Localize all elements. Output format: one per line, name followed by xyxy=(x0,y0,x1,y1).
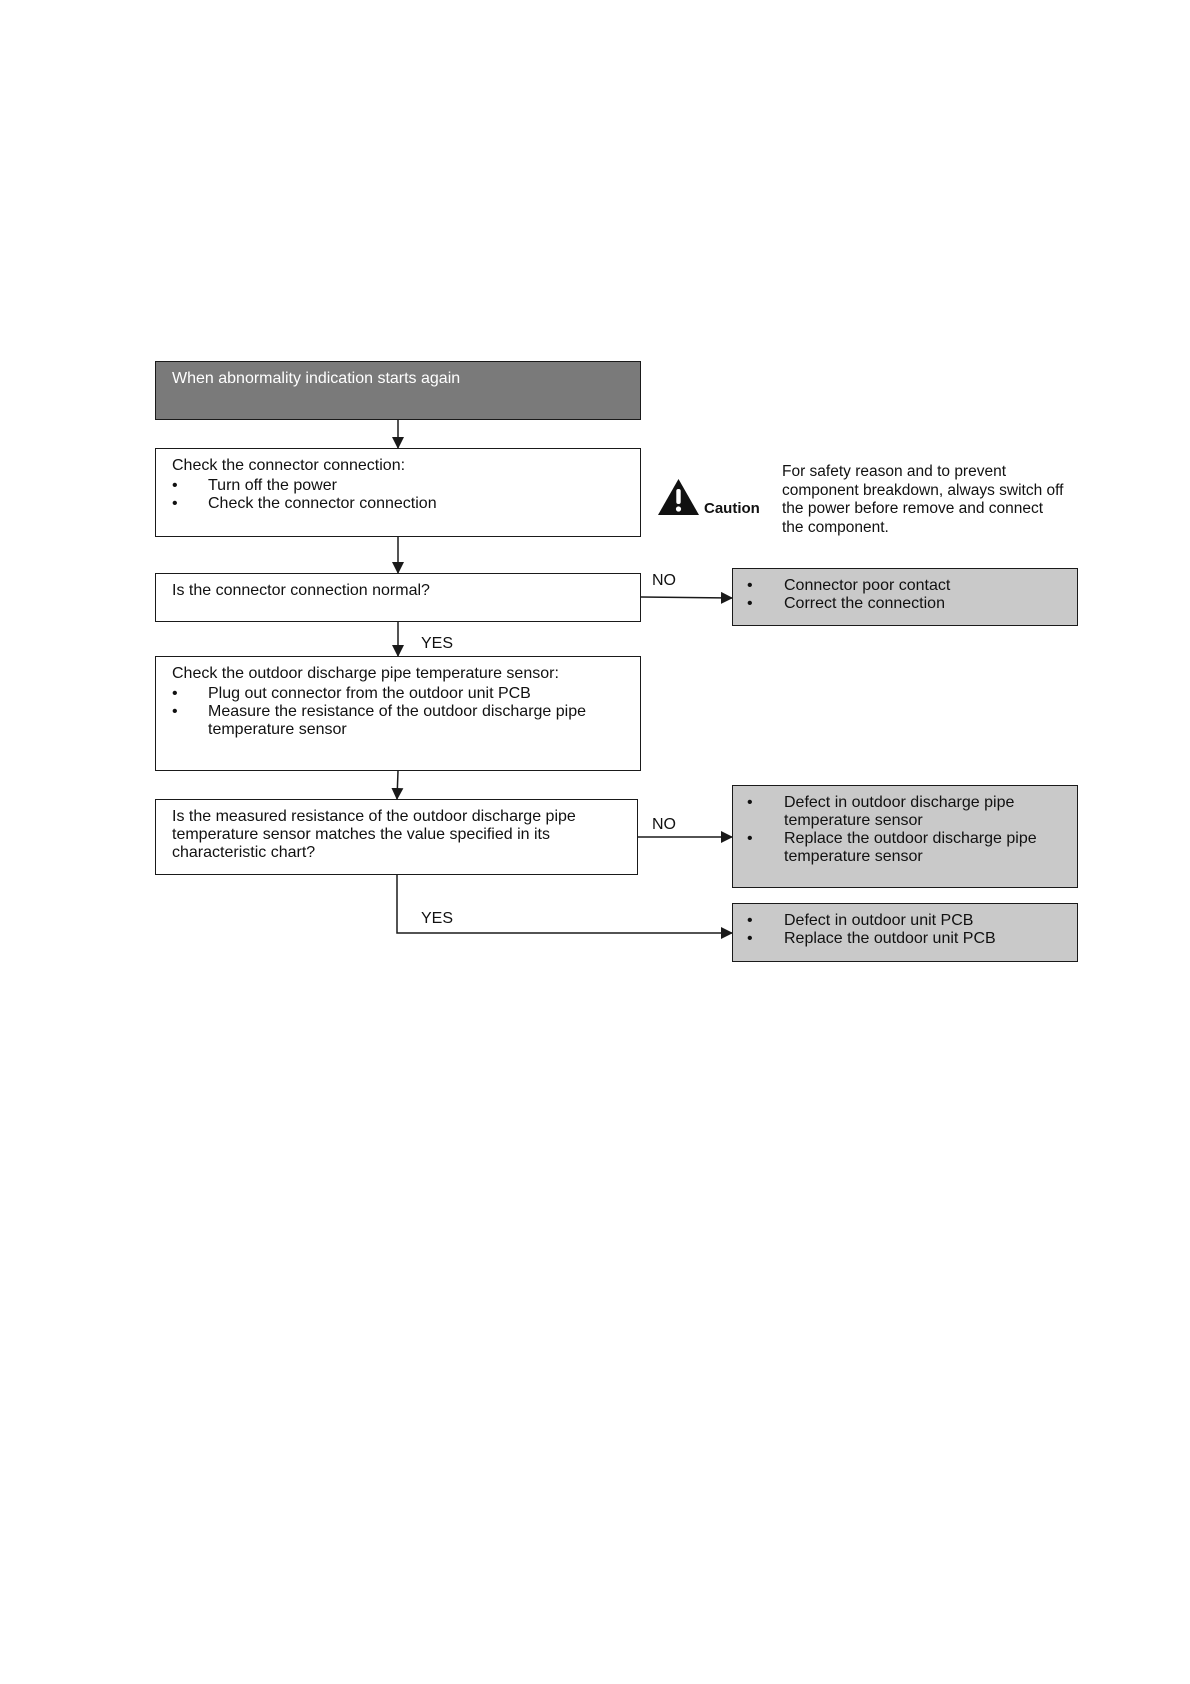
list-item: Replace the outdoor discharge pipe tempe… xyxy=(747,830,1044,866)
arrow-step2-to-decision2 xyxy=(391,770,404,800)
caution-icon-wrap xyxy=(657,478,700,516)
list-item: Plug out connector from the outdoor unit… xyxy=(172,685,624,703)
step-check-sensor-list: Plug out connector from the outdoor unit… xyxy=(172,685,624,739)
decision-resistance-matches: Is the measured resistance of the outdoo… xyxy=(155,799,638,875)
result-pcb-defect: Defect in outdoor unit PCB Replace the o… xyxy=(732,903,1078,962)
decision-connector-normal-text: Is the connector connection normal? xyxy=(172,582,430,599)
result-sensor-defect: Defect in outdoor discharge pipe tempera… xyxy=(732,785,1078,888)
label-yes-2: YES xyxy=(421,910,454,927)
result-pcb-list: Defect in outdoor unit PCB Replace the o… xyxy=(747,912,1061,948)
label-yes-1: YES xyxy=(421,635,454,652)
list-item: Correct the connection xyxy=(747,595,1061,613)
result-connector-list: Connector poor contact Correct the conne… xyxy=(747,577,1061,613)
list-item: Defect in outdoor unit PCB xyxy=(747,912,1061,930)
result-connector-poor-contact: Connector poor contact Correct the conne… xyxy=(732,568,1078,626)
step-check-connector-title: Check the connector connection: xyxy=(172,457,406,474)
arrow-decision2-yes xyxy=(396,875,733,939)
decision-resistance-matches-text: Is the measured resistance of the outdoo… xyxy=(172,808,576,861)
list-item: Check the connector connection xyxy=(172,495,624,513)
caution-label: Caution xyxy=(704,500,760,517)
step-check-sensor: Check the outdoor discharge pipe tempera… xyxy=(155,656,641,771)
step-check-sensor-title: Check the outdoor discharge pipe tempera… xyxy=(172,665,559,682)
list-item: Measure the resistance of the outdoor di… xyxy=(172,703,598,739)
start-box: When abnormality indication starts again xyxy=(155,361,641,420)
list-item: Defect in outdoor discharge pipe tempera… xyxy=(747,794,1024,830)
warning-triangle-icon xyxy=(658,479,699,515)
label-no-2: NO xyxy=(652,816,676,833)
step-check-connector: Check the connector connection: Turn off… xyxy=(155,448,641,537)
arrow-decision1-no xyxy=(640,591,733,604)
result-sensor-list: Defect in outdoor discharge pipe tempera… xyxy=(747,794,1061,866)
caution-text: For safety reason and to prevent compone… xyxy=(782,463,1064,536)
list-item: Replace the outdoor unit PCB xyxy=(747,930,1061,948)
start-text: When abnormality indication starts again xyxy=(172,370,461,387)
label-no-1: NO xyxy=(652,572,676,589)
list-item: Connector poor contact xyxy=(747,577,1061,595)
decision-connector-normal: Is the connector connection normal? xyxy=(155,573,641,622)
list-item: Turn off the power xyxy=(172,477,624,495)
step-check-connector-list: Turn off the power Check the connector c… xyxy=(172,477,624,513)
